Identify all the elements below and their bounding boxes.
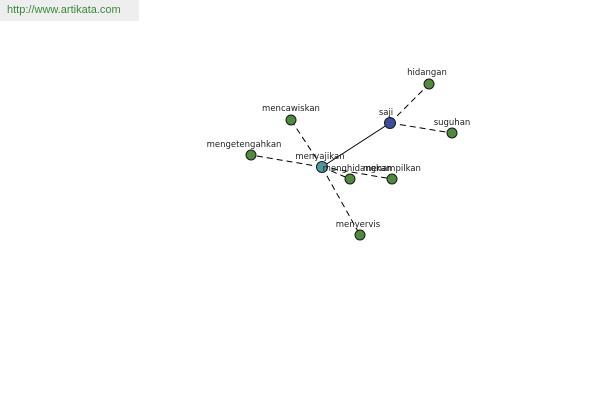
node-label-mengetengahkan: mengetengahkan xyxy=(207,140,282,150)
node-hidangan[interactable]: hidangan xyxy=(407,68,447,90)
node-circle-menghidangkan[interactable] xyxy=(344,173,356,185)
node-mencawiskan[interactable]: mencawiskan xyxy=(262,104,320,126)
edge-saji-suguhan xyxy=(389,122,453,134)
node-label-saji: saji xyxy=(379,108,393,118)
source-url-link[interactable]: http://www.artikata.com xyxy=(7,4,121,16)
node-label-suguhan: suguhan xyxy=(434,118,471,128)
node-label-menghidangkan: menghidangkan xyxy=(323,164,392,174)
node-circle-menyervis[interactable] xyxy=(354,229,366,241)
node-menyervis[interactable]: menyervis xyxy=(336,220,381,241)
edge-menyajikan-menyervis xyxy=(321,166,361,236)
node-circle-suguhan[interactable] xyxy=(446,127,458,139)
edge-menyajikan-menampilkan xyxy=(321,166,393,180)
node-circle-hidangan[interactable] xyxy=(423,78,435,90)
node-circle-mencawiskan[interactable] xyxy=(285,114,297,126)
node-saji[interactable]: saji xyxy=(379,108,396,129)
edge-menyajikan-mengetengahkan xyxy=(250,154,323,168)
edge-saji-menyajikan xyxy=(321,122,391,168)
graph-nodes: saji hidangan suguhan menyajikan mencawiskan… xyxy=(207,68,471,241)
node-circle-saji[interactable] xyxy=(384,117,396,129)
edge-saji-hidangan xyxy=(389,83,430,124)
node-menghidangkan[interactable]: menghidangkan xyxy=(323,164,392,185)
node-label-mencawiskan: mencawiskan xyxy=(262,104,320,114)
source-url-bar: http://www.artikata.com xyxy=(0,0,139,21)
node-label-menyervis: menyervis xyxy=(336,220,381,230)
node-label-menampilkan: menampilkan xyxy=(363,164,421,174)
graph-edges xyxy=(250,83,453,236)
node-menampilkan[interactable]: menampilkan xyxy=(363,164,421,185)
node-circle-mengetengahkan[interactable] xyxy=(245,149,257,161)
node-suguhan[interactable]: suguhan xyxy=(434,118,471,139)
node-menyajikan[interactable]: menyajikan xyxy=(295,152,345,173)
node-label-menyajikan: menyajikan xyxy=(295,152,344,162)
node-circle-menyajikan[interactable] xyxy=(316,161,328,173)
node-label-hidangan: hidangan xyxy=(407,68,447,78)
node-mengetengahkan[interactable]: mengetengahkan xyxy=(207,140,282,161)
node-circle-menampilkan[interactable] xyxy=(386,173,398,185)
